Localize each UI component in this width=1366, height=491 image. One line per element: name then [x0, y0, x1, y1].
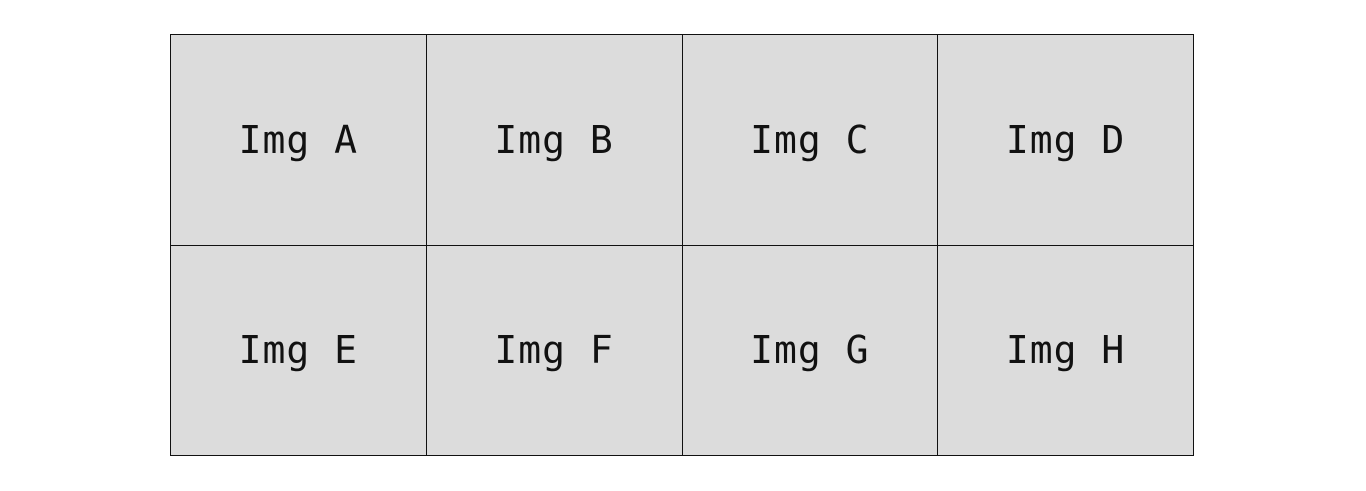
image-tile-c[interactable]: Img C	[681, 34, 938, 245]
image-tile-e[interactable]: Img E	[170, 244, 426, 455]
image-tile-a[interactable]: Img A	[170, 34, 426, 245]
image-tile-label: Img B	[494, 117, 614, 162]
image-tile-f[interactable]: Img F	[425, 244, 682, 455]
image-tile-g[interactable]: Img G	[681, 244, 938, 455]
image-tile-b[interactable]: Img B	[425, 34, 682, 245]
image-tile-d[interactable]: Img D	[937, 34, 1193, 245]
image-tile-label: Img G	[750, 328, 870, 373]
image-tile-label: Img A	[238, 117, 359, 162]
image-grid: Img A Img B Img C Img D Img E Img F Img …	[170, 34, 1194, 456]
image-tile-label: Img H	[1005, 328, 1126, 373]
image-tile-label: Img F	[494, 328, 614, 373]
image-tile-label: Img C	[750, 117, 870, 162]
image-tile-label: Img E	[238, 328, 359, 373]
image-tile-h[interactable]: Img H	[937, 244, 1193, 455]
image-tile-label: Img D	[1005, 117, 1126, 162]
